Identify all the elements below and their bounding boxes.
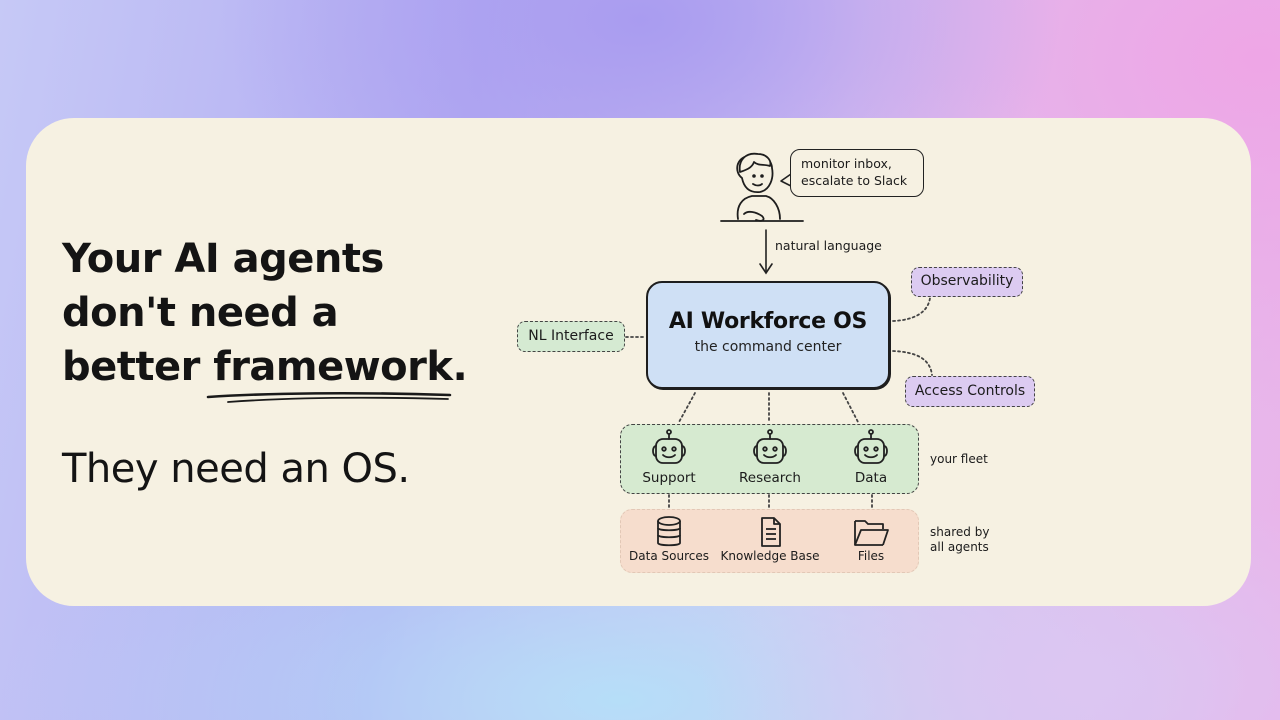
document-icon <box>761 517 781 547</box>
agent-data: Data <box>821 428 921 486</box>
resource-knowledge-base: Knowledge Base <box>720 515 820 563</box>
shared-note: shared by all agents <box>930 525 989 555</box>
core-title: AI Workforce OS <box>668 309 868 334</box>
shared-resources-group: Data Sources Knowledge Base Files <box>620 509 919 573</box>
agent-label: Research <box>739 470 801 486</box>
fleet-note-text: your fleet <box>930 452 988 466</box>
resource-label: Data Sources <box>629 549 709 563</box>
core-subtitle: the command center <box>694 339 842 355</box>
arrow-label: natural language <box>775 238 882 253</box>
shared-note-line-1: shared by <box>930 525 990 539</box>
resource-data-sources: Data Sources <box>619 515 719 563</box>
person-at-desk-icon <box>720 152 804 222</box>
shared-note-line-2: all agents <box>930 540 989 554</box>
headline-emphasis: framework. <box>213 344 468 390</box>
agent-support: Support <box>619 428 719 486</box>
agent-label: Data <box>854 470 888 486</box>
robot-icon <box>753 429 787 464</box>
database-icon <box>657 516 681 547</box>
module-nl-interface: NL Interface <box>517 321 625 352</box>
robot-icon <box>854 429 888 464</box>
headline-line-2: don't need a <box>62 290 339 336</box>
speech-line-2: escalate to Slack <box>801 173 908 188</box>
resource-files: Files <box>821 515 921 563</box>
speech-line-1: monitor inbox, <box>801 156 892 171</box>
agent-label: Support <box>642 470 696 486</box>
fleet-note: your fleet <box>930 452 988 467</box>
resource-label: Knowledge Base <box>720 549 820 563</box>
hand-drawn-underline <box>206 391 452 403</box>
speech-tail <box>780 173 792 187</box>
speech-bubble: monitor inbox, escalate to Slack <box>790 149 924 197</box>
agent-research: Research <box>720 428 820 486</box>
folder-icon <box>854 520 889 546</box>
robot-icon <box>652 429 686 464</box>
subline: They need an OS. <box>62 446 410 492</box>
headline: Your AI agents don't need a better frame… <box>62 232 468 394</box>
agent-fleet-group: Support Research Data <box>620 424 919 494</box>
module-observability: Observability <box>911 267 1023 297</box>
module-access-controls: Access Controls <box>905 376 1035 407</box>
core-os-box: AI Workforce OS the command center <box>646 281 890 389</box>
headline-line-1: Your AI agents <box>62 236 384 282</box>
resource-label: Files <box>857 549 885 563</box>
down-arrow-icon <box>759 229 773 275</box>
headline-line-3: better framework. <box>62 340 468 394</box>
headline-line-3-text: better <box>62 344 214 390</box>
